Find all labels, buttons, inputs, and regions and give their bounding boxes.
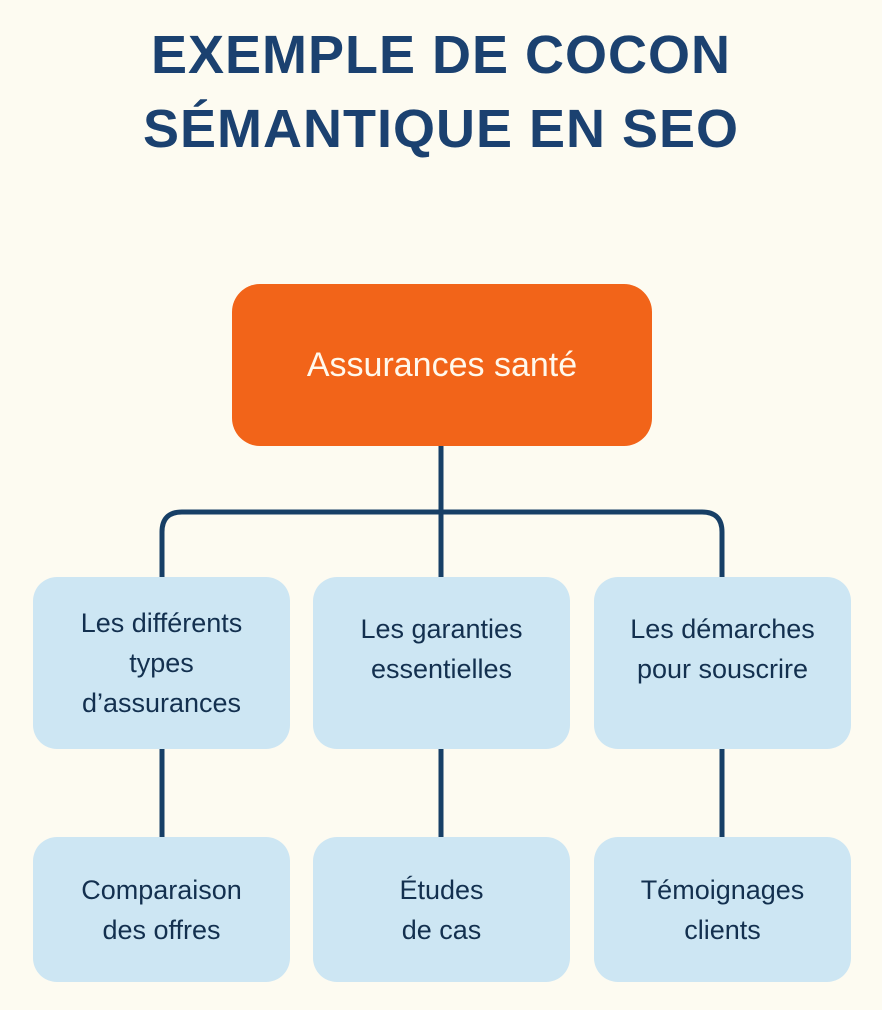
node-garanties-essentielles: Les garanties essentielles [313,577,570,749]
node-label: Comparaison des offres [81,874,242,945]
node-demarches-souscrire: Les démarches pour souscrire [594,577,851,749]
node-label: Les différents types d’assurances [80,608,243,718]
node-label: Études de cas [399,874,484,945]
title-line-1: EXEMPLE DE COCON [150,25,732,85]
node-etudes-de-cas: Études de cas [313,837,570,982]
node-temoignages-clients: Témoignages clients [594,837,851,982]
node-label: Les démarches pour souscrire [630,614,815,684]
node-comparaison-offres: Comparaison des offres [33,837,290,982]
node-label: Témoignages clients [640,874,805,945]
root-node-label: Assurances santé [306,345,578,384]
page-title: EXEMPLE DE COCON SÉMANTIQUE EN SEO [0,18,882,166]
node-types-assurances: Les différents types d’assurances [33,577,290,749]
node-label: Les garanties essentielles [360,614,523,684]
root-node-assurances-sante: Assurances santé [232,284,652,446]
title-line-2: SÉMANTIQUE EN SEO [142,99,740,159]
